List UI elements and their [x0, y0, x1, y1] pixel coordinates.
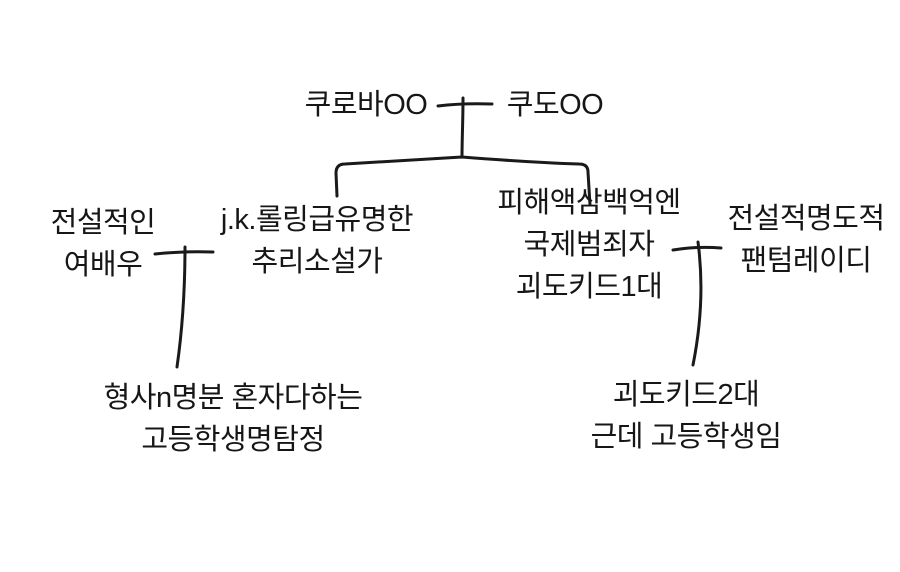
node-kudo-label: 쿠도OO: [506, 89, 604, 121]
node-novelist-line1: j.k.롤링급유명한: [220, 204, 414, 236]
node-actress-line1: 전설적인: [50, 207, 156, 239]
node-legendary-actress: 전설적인 여배우: [51, 202, 156, 286]
node-novelist-line2: 추리소설가: [251, 246, 383, 278]
marriage-line-top: [436, 102, 494, 108]
node-mystery-novelist: j.k.롤링급유명한 추리소설가: [220, 199, 414, 283]
node-kid1-line1: 피해액삼백억엔: [497, 187, 681, 219]
node-kid2-line2: 근데 고등학생임: [590, 421, 782, 453]
node-kudo: 쿠도OO: [506, 84, 604, 126]
node-detective-line2: 고등학생명탐정: [141, 424, 325, 456]
node-kaito-kid-2nd: 괴도키드2대 근데 고등학생임: [591, 374, 782, 458]
node-kuroba-label: 쿠로바OO: [304, 89, 428, 121]
node-kid1-line3: 괴도키드1대: [515, 271, 663, 303]
node-phantom-lady: 전설적명도적 팬텀레이디: [727, 198, 885, 282]
sibling-bracket: [334, 155, 592, 207]
marriage-line-right: [671, 245, 723, 252]
node-kaito-kid-1st: 피해액삼백억엔 국제범죄자 괴도키드1대: [497, 182, 681, 308]
node-highschool-detective: 형사n명분 혼자다하는 고등학생명탐정: [104, 377, 363, 461]
node-kid2-line1: 괴도키드2대: [612, 379, 760, 411]
node-detective-line1: 형사n명분 혼자다하는: [103, 382, 363, 414]
descent-line-top: [460, 96, 465, 159]
descent-line-right: [691, 240, 703, 367]
descent-line-left: [175, 245, 187, 369]
node-kuroba: 쿠로바OO: [305, 84, 428, 126]
node-phantom-line1: 전설적명도적: [727, 203, 885, 235]
node-phantom-line2: 팬텀레이디: [740, 245, 872, 277]
node-kid1-line2: 국제범죄자: [523, 229, 655, 261]
node-actress-line2: 여배우: [63, 249, 143, 281]
